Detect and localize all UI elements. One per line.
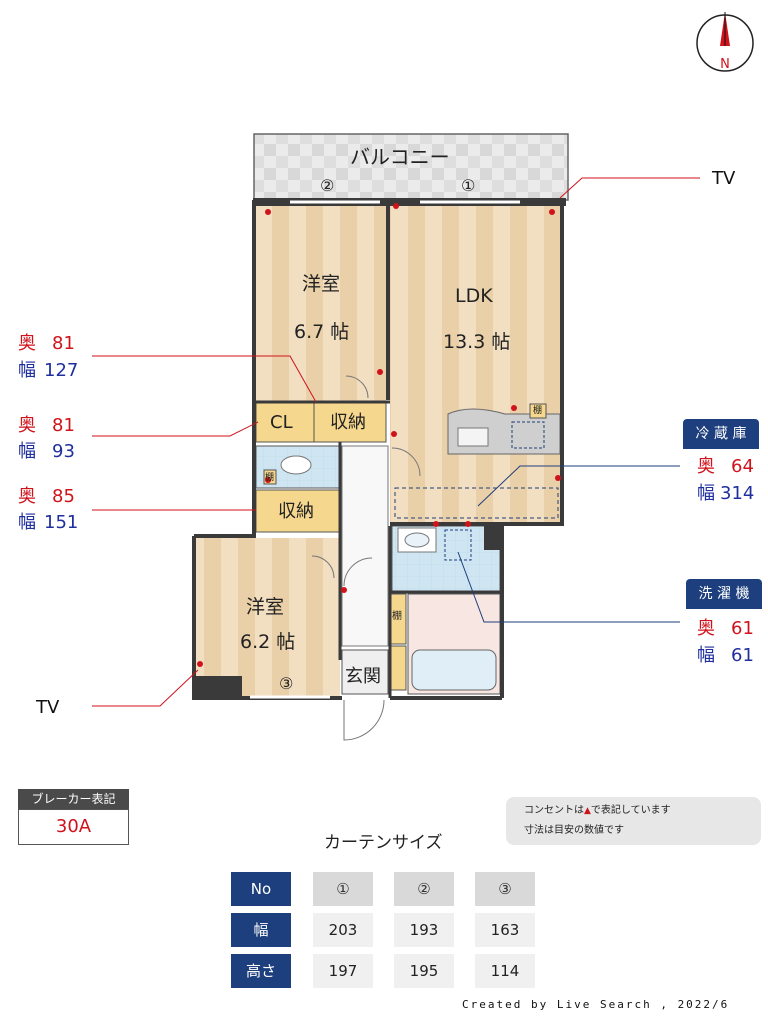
shelf-label-kitchen: 棚 (533, 406, 543, 416)
note-line1: コンセントは (524, 805, 584, 816)
breaker-label: ブレーカー表記 (18, 789, 129, 809)
fridge-depth: 64 (731, 456, 754, 477)
breaker-value: 30A (18, 809, 129, 845)
ldk-room (390, 206, 560, 524)
shelf-label-toilet: 棚 (265, 473, 275, 483)
tv-label-top: TV (712, 168, 736, 189)
compass-icon: N (696, 12, 754, 72)
balcony (253, 133, 569, 201)
dim1-depth: 81 (52, 333, 75, 354)
storage-1 (313, 401, 387, 443)
washer-title: 洗 濯 機 (686, 579, 762, 609)
entrance (341, 649, 389, 695)
curtain-header-3: ③ (475, 872, 535, 906)
curtain-title: カーテンサイズ (324, 833, 443, 853)
dim1-width-label: 幅 (18, 360, 36, 381)
curtain-header-1: ① (313, 872, 373, 906)
ldk-name: LDK (455, 285, 493, 307)
closet-label: CL (270, 412, 293, 433)
hallway (341, 445, 389, 647)
fridge-width-label: 幅 (697, 483, 715, 504)
curtain-header-no: No (231, 872, 291, 906)
curtain-width-2: 193 (394, 913, 454, 947)
washer-width: 61 (731, 645, 754, 666)
washer-depth: 61 (731, 618, 754, 639)
window-1-label: ① (461, 176, 476, 195)
curtain-row-width-label: 幅 (231, 913, 291, 947)
curtain-height-1: 197 (313, 954, 373, 988)
storage-1-label: 収納 (330, 412, 366, 433)
washer-width-label: 幅 (697, 645, 715, 666)
shelf-label-corridor: 棚 (392, 611, 402, 622)
dim2-width: 93 (52, 441, 75, 462)
western-room-1-size: 6.7 帖 (294, 321, 350, 343)
dim3-depth: 85 (52, 486, 75, 507)
entrance-label: 玄関 (345, 666, 381, 687)
dim2-width-label: 幅 (18, 441, 36, 462)
dim3-width: 151 (44, 512, 79, 533)
north-label: N (720, 57, 730, 72)
outlet-icon: ▲ (584, 806, 591, 816)
dim1-width: 127 (44, 360, 79, 381)
fridge-depth-label: 奥 (697, 456, 715, 477)
curtain-height-2: 195 (394, 954, 454, 988)
dim1-depth-label: 奥 (18, 333, 36, 354)
curtain-width-1: 203 (313, 913, 373, 947)
western-room-1-name: 洋室 (302, 273, 341, 295)
ldk-size: 13.3 帖 (443, 331, 511, 353)
tv-label-bottom: TV (36, 697, 60, 718)
western-room-2-size: 6.2 帖 (240, 631, 296, 653)
dim3-width-label: 幅 (18, 512, 36, 533)
storage-2-label: 収納 (278, 501, 314, 522)
window-2-label: ② (320, 176, 335, 195)
credit-text: Created by Live Search , 2022/6 (462, 998, 730, 1011)
note-line1-suffix: で表記しています (590, 805, 671, 816)
curtain-row-height-label: 高さ (231, 954, 291, 988)
note-line2: 寸法は目安の数値です (524, 825, 624, 836)
window-3-label: ③ (279, 674, 294, 693)
balcony-label: バルコニー (350, 145, 450, 169)
western-room-2 (196, 538, 340, 696)
western-room-1 (256, 206, 386, 402)
dim2-depth-label: 奥 (18, 415, 36, 436)
curtain-header-2: ② (394, 872, 454, 906)
dim3-depth-label: 奥 (18, 486, 36, 507)
closet (255, 401, 315, 443)
washer-depth-label: 奥 (697, 618, 715, 639)
note-box: コンセントは▲で表記しています 寸法は目安の数値です (506, 797, 761, 845)
curtain-width-3: 163 (475, 913, 535, 947)
western-room-2-name: 洋室 (246, 596, 285, 618)
dim2-depth: 81 (52, 415, 75, 436)
fridge-width: 314 (720, 483, 755, 504)
fridge-title: 冷 蔵 庫 (683, 419, 759, 449)
curtain-height-3: 114 (475, 954, 535, 988)
storage-2 (255, 489, 341, 533)
